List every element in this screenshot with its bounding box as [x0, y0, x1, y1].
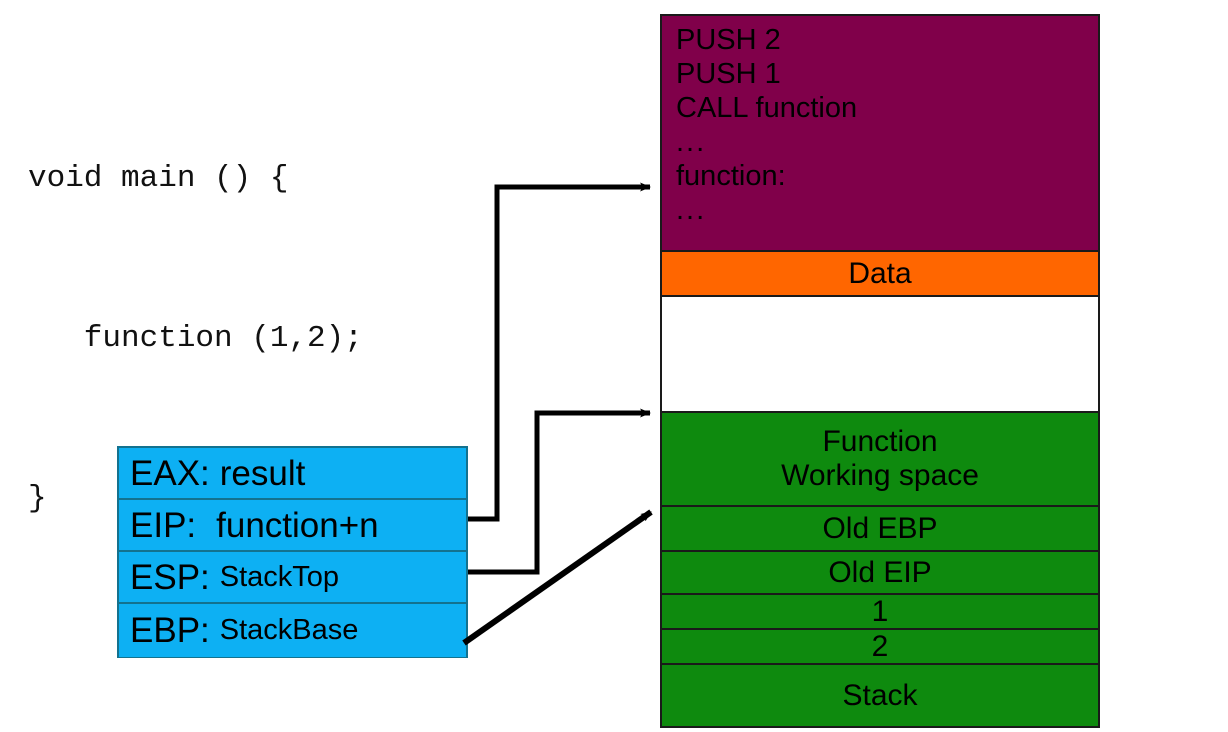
- arrow-eip-to-function: [468, 182, 651, 522]
- register-name-eax: EAX:: [130, 453, 210, 493]
- stack-row-label: Old EIP: [828, 555, 932, 589]
- stack-row-old-eip: Old EIP: [660, 550, 1100, 595]
- register-value-ebp: StackBase: [219, 614, 359, 646]
- stack-row-arg-1: 1: [660, 593, 1100, 630]
- stack-row-label: 1: [871, 594, 889, 628]
- asm-line-ellipsis-2: ...: [676, 193, 707, 226]
- memory-layout-column: PUSH 2 PUSH 1 CALL function ... function…: [660, 14, 1100, 728]
- register-row-esp: ESP: StackTop: [119, 552, 466, 604]
- stack-row-label: Function Working space: [781, 425, 979, 492]
- c-source-code: void main () { function (1,2); }: [28, 45, 428, 631]
- stack-row-arg-2: 2: [660, 628, 1100, 665]
- memory-segment-free: [660, 295, 1100, 413]
- stack-row-stack: Stack: [660, 663, 1100, 728]
- register-row-eip: EIP: function+n: [119, 500, 466, 552]
- memory-segment-code: PUSH 2 PUSH 1 CALL function ... function…: [660, 14, 1100, 252]
- cpu-registers-box: EAX: result EIP: function+n ESP: StackTo…: [117, 446, 468, 658]
- asm-line-1: PUSH 2: [676, 24, 781, 56]
- code-line-1: void main () {: [28, 160, 289, 196]
- register-name-ebp: EBP:: [130, 611, 210, 650]
- stack-row-working-space: Function Working space: [660, 411, 1100, 507]
- memory-segment-data: Data: [660, 250, 1100, 297]
- asm-line-2: PUSH 1: [676, 57, 781, 90]
- register-name-eip: EIP:: [130, 505, 197, 545]
- code-line-3: }: [28, 480, 47, 516]
- asm-line-function-label: function:: [676, 159, 786, 192]
- asm-line-3: CALL function: [676, 91, 858, 124]
- stack-row-label: Old EBP: [822, 511, 938, 545]
- register-value-eax: result: [219, 453, 306, 493]
- code-line-2: function (1,2);: [28, 320, 363, 356]
- register-value-eip: function+n: [216, 505, 379, 545]
- arrow-ebp-to-old-ebp: [462, 509, 653, 646]
- register-row-eax: EAX: result: [119, 448, 466, 500]
- register-name-esp: ESP:: [130, 557, 210, 597]
- stack-row-label: 2: [871, 629, 889, 663]
- register-row-ebp: EBP: StackBase: [119, 604, 466, 657]
- asm-line-ellipsis-1: ...: [676, 125, 707, 158]
- stack-row-old-ebp: Old EBP: [660, 505, 1100, 552]
- memory-segment-stack: Function Working space Old EBP Old EIP 1…: [660, 411, 1100, 728]
- memory-segment-data-label: Data: [848, 256, 912, 290]
- arrow-esp-to-stack-top: [468, 408, 651, 575]
- register-value-esp: StackTop: [219, 560, 340, 593]
- stack-row-label: Stack: [842, 678, 918, 712]
